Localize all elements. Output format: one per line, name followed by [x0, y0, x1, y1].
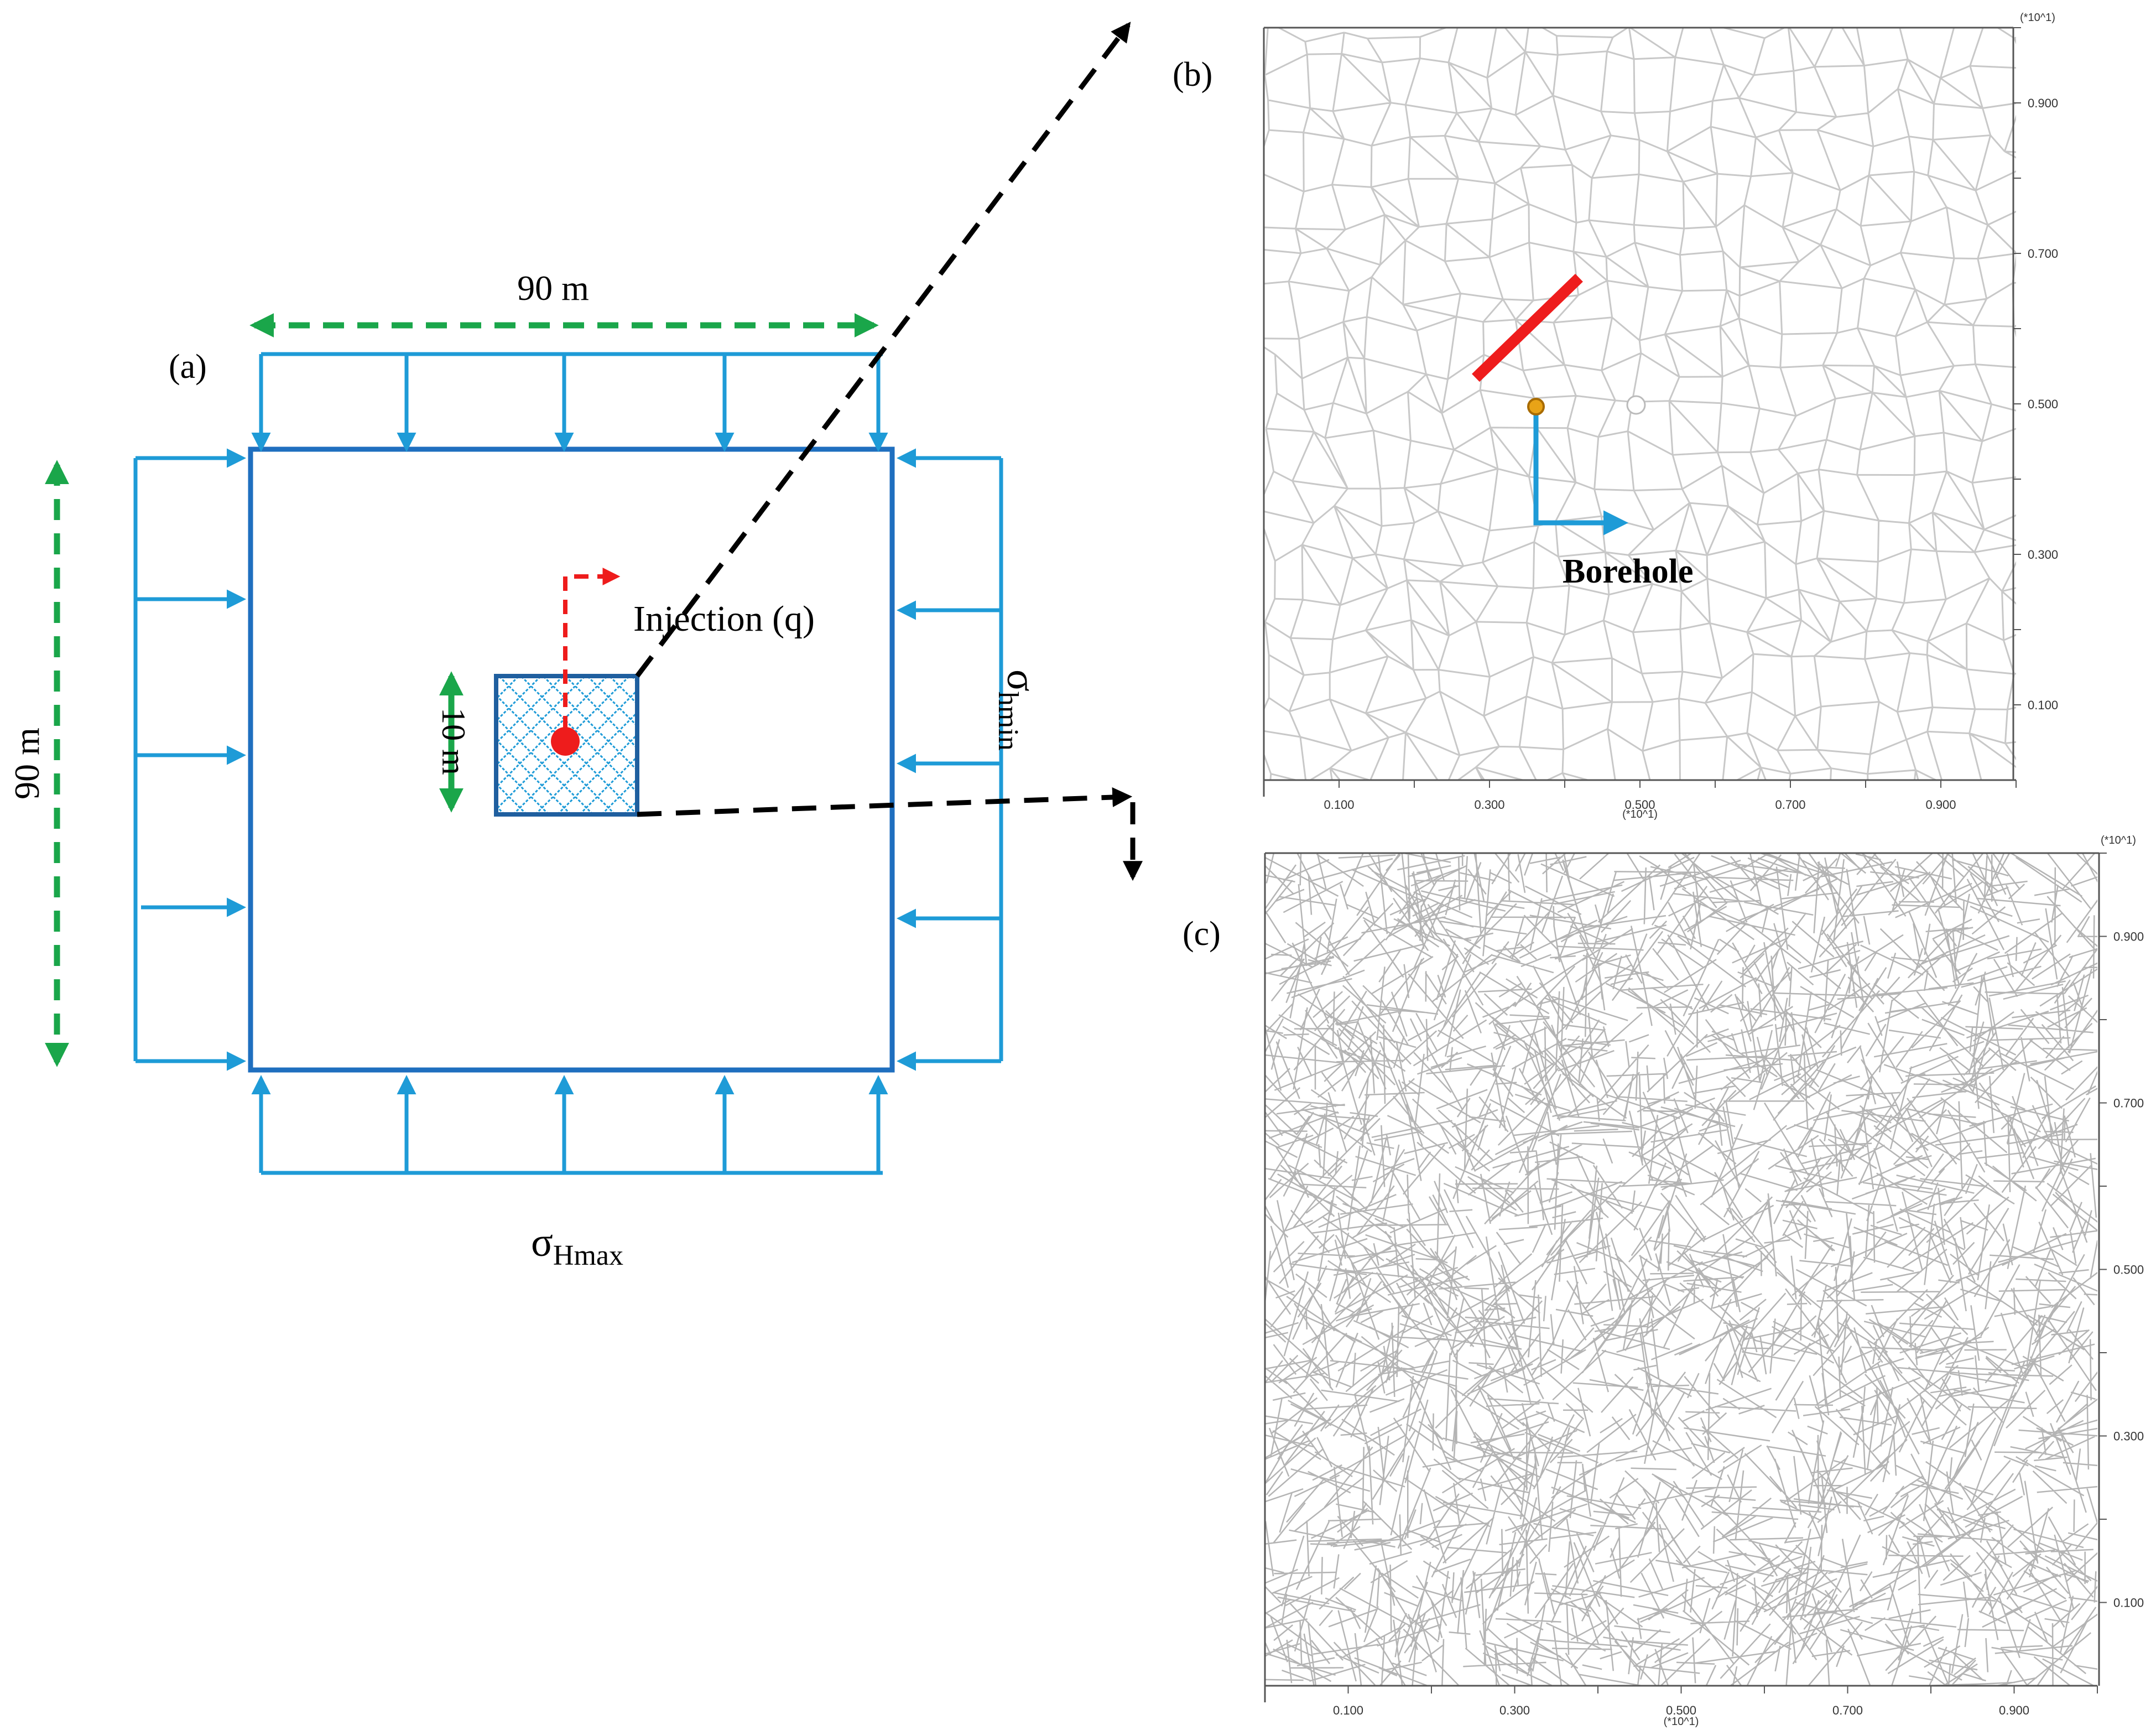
panel-b-label: (b) — [1173, 56, 1212, 93]
top-stress-arrows — [251, 352, 888, 452]
panel-c-x-tick-label: 0.100 — [1333, 1703, 1363, 1717]
panel-c-y-tick-label: 0.500 — [2113, 1263, 2144, 1277]
panel-c-y-tick-label: 0.100 — [2113, 1596, 2144, 1610]
sigma-hmax-label: σHmax — [531, 1220, 623, 1271]
panel-b-x-tick-label: 0.300 — [1474, 798, 1504, 812]
panel-b-x-multiplier: (*10^1) — [1622, 808, 1658, 820]
zoom-leader-to-c — [637, 787, 1133, 817]
sigma-hmin-label: σhmin — [992, 669, 1044, 751]
height-dimension-label: 90 m — [7, 728, 46, 799]
panel-b-x-tick-label: 0.100 — [1324, 798, 1354, 812]
left-stress-arrows — [133, 448, 246, 1071]
right-stress-arrows — [897, 448, 1003, 1071]
sigma-hmin-symbol: σ — [998, 669, 1044, 692]
panel-b-axes: 0.100 0.300 0.500 0.700 0.900 0.900 0.700 0.500… — [1263, 12, 2058, 820]
voronoi-cell-edges — [1264, 28, 2016, 780]
panel-b-x-tick-label: 0.900 — [1925, 798, 1956, 812]
borehole-axis-arrow — [1533, 409, 1628, 536]
fracture-network-mesh — [1265, 853, 2097, 1686]
panel-c-y-tick-label: 0.300 — [2113, 1430, 2144, 1443]
panel-b-y-tick-label: 0.500 — [2028, 397, 2058, 411]
borehole-label: Borehole — [1563, 553, 1694, 590]
voronoi-mesh — [1264, 28, 2016, 780]
panel-b-x-tick-label: 0.500 — [1624, 798, 1655, 812]
sigma-hmax-subscript: Hmax — [553, 1240, 623, 1271]
borehole-marker — [1527, 398, 1545, 415]
panel-b-y-tick-label: 0.300 — [2028, 548, 2058, 562]
fracture-segments — [1265, 853, 2097, 1686]
panel-c-y-tick-label: 0.900 — [2113, 930, 2144, 944]
panel-c-y-multiplier: (*10^1) — [2101, 834, 2136, 846]
panel-c-x-tick-label: 0.500 — [1666, 1703, 1696, 1717]
panel-b-y-multiplier: (*10^1) — [2020, 12, 2055, 24]
width-dimension-label: 90 m — [517, 268, 589, 308]
panel-c-x-tick-label: 0.300 — [1499, 1703, 1530, 1717]
panel-a: (a) 90 m 90 m — [7, 22, 1143, 1271]
panel-c-label: (c) — [1183, 915, 1221, 953]
injection-direction-arrow — [563, 568, 621, 730]
panel-c-axes: 0.100 0.300 0.500 0.700 0.900 0.900 0.700 0.500… — [1264, 834, 2144, 1728]
bottom-stress-arrows — [251, 1075, 888, 1175]
sigma-hmin-subscript: hmin — [992, 692, 1024, 751]
mesh-hole — [1626, 395, 1646, 415]
panel-c-x-tick-label: 0.700 — [1832, 1703, 1863, 1717]
panel-c-y-tick-label: 0.700 — [2113, 1097, 2144, 1110]
panel-b-y-tick-label: 0.900 — [2028, 96, 2058, 110]
initial-fracture — [1472, 273, 1583, 382]
panel-a-label: (a) — [169, 348, 207, 386]
panel-c-x-multiplier: (*10^1) — [1664, 1716, 1699, 1728]
panel-c-plot-area — [1265, 853, 2097, 1686]
injection-label: Injection (q) — [633, 599, 815, 639]
sigma-hmax-symbol: σ — [531, 1220, 553, 1265]
panel-b-y-tick-label: 0.100 — [2028, 698, 2058, 712]
inner-dimension-label: 10 m — [435, 708, 472, 775]
panel-c-x-tick-label: 0.900 — [1999, 1703, 2029, 1717]
zoom-leader-to-b — [635, 22, 1131, 678]
panel-b-x-tick-label: 0.700 — [1775, 798, 1805, 812]
injection-point — [551, 727, 580, 756]
panel-b-y-tick-label: 0.700 — [2028, 247, 2058, 261]
